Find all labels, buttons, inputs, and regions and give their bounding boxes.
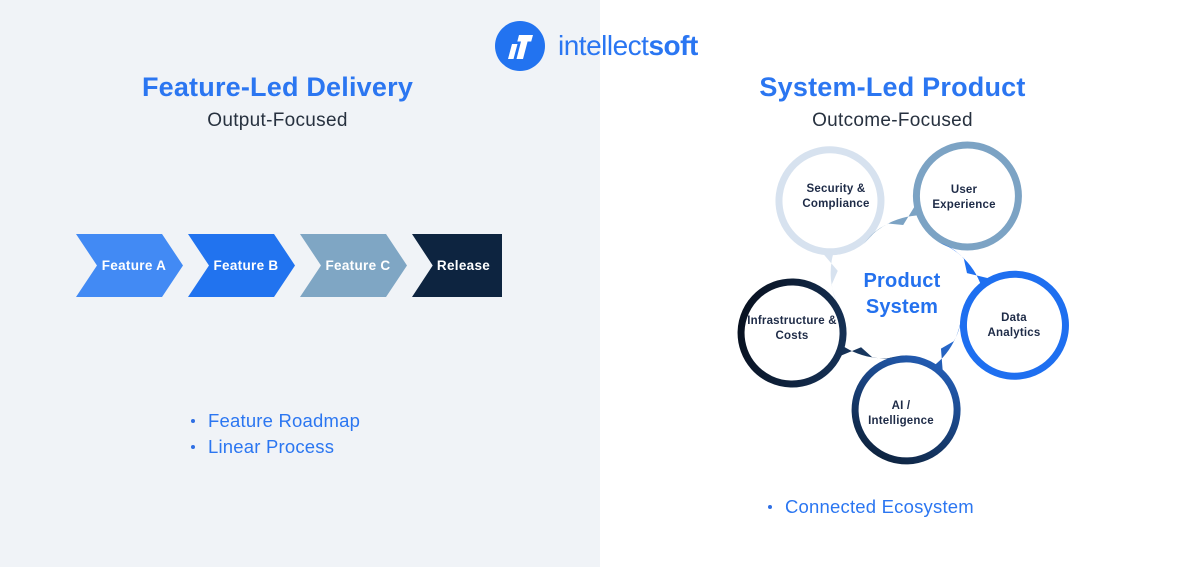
logo-glyph-left-bar [508, 44, 518, 59]
petal-label-security-compliance: Security & Compliance [802, 183, 870, 210]
bullet-dot [191, 445, 195, 449]
bullet-item: Feature Roadmap [191, 408, 360, 434]
brand-logo: intellectsoft [495, 21, 698, 71]
bullet-item: Linear Process [191, 434, 360, 460]
left-subtitle: Output-Focused [207, 110, 348, 131]
intellectsoft-monogram-icon [495, 21, 545, 71]
right-title: System-Led Product [759, 72, 1026, 102]
feature-led-header: Feature-Led Delivery Output-Focused [20, 72, 535, 132]
bullet-item: Connected Ecosystem [768, 494, 974, 520]
stage-feature-c: Feature C [300, 234, 407, 297]
petal-label-data-analytics: Data Analytics [987, 312, 1041, 339]
petal-ai-intelligence [852, 310, 964, 463]
stage-label: Feature C [325, 258, 391, 273]
petal-label-user-experience: User Experience [932, 184, 996, 211]
hub-line1: Product [863, 270, 941, 292]
petal-label-infrastructure-costs: Infrastructure & Costs [747, 315, 837, 342]
brand-wordmark-regular: intellect [558, 30, 649, 61]
petal-label-ai-intelligence: AI / Intelligence [868, 400, 934, 427]
stage-label: Feature A [101, 258, 167, 273]
bullet-text: Linear Process [208, 436, 335, 457]
bullet-dot [768, 505, 772, 509]
logo-glyph-right-bar [516, 35, 533, 59]
right-subtitle: Outcome-Focused [812, 110, 973, 131]
brand-wordmark: intellectsoft [558, 30, 698, 62]
hub-line2: System [865, 296, 939, 318]
brand-wordmark-bold: soft [648, 30, 698, 61]
stage-label: Feature B [213, 258, 279, 273]
right-bullet-list: Connected Ecosystem [768, 494, 974, 520]
left-title: Feature-Led Delivery [141, 72, 414, 102]
system-led-header: System-Led Product Outcome-Focused [700, 72, 1085, 132]
hub-label: Product System [864, 268, 941, 320]
bullet-text: Feature Roadmap [208, 410, 361, 431]
bullet-dot [191, 419, 195, 423]
pinwheel-diagram: Security & Compliance User Experience Da… [725, 128, 1080, 478]
stage-label: Release [436, 258, 491, 273]
left-bullet-list: Feature Roadmap Linear Process [191, 408, 360, 460]
bullet-text: Connected Ecosystem [785, 496, 974, 517]
